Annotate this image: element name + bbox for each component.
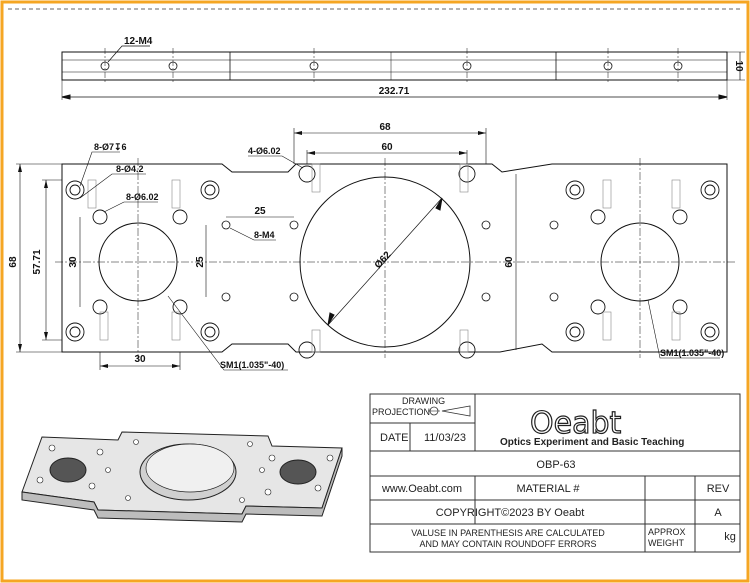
copyright: COPYRIGHT©2023 BY Oeabt bbox=[436, 507, 585, 519]
date-label: DATE bbox=[380, 432, 409, 444]
dim-30-bottom: 30 bbox=[134, 354, 146, 365]
top-view-outline bbox=[61, 51, 728, 81]
logo-tagline: Optics Experiment and Basic Teaching bbox=[500, 437, 684, 448]
weight-unit: kg bbox=[724, 531, 736, 543]
holes-4-2-note: 8-Ø4.2 bbox=[116, 164, 144, 174]
dim-25-vertical: 25 bbox=[195, 256, 206, 268]
isometric-view bbox=[21, 431, 343, 523]
left-bore bbox=[98, 222, 178, 302]
iso-side-face bbox=[21, 447, 343, 523]
dim-bore-diameter: Ø62 bbox=[373, 249, 394, 271]
dim-60-top: 60 bbox=[381, 142, 393, 153]
top-thickness-dim: 10 bbox=[733, 60, 744, 72]
dim-30-left: 30 bbox=[68, 256, 79, 268]
dim-68-height: 68 bbox=[8, 256, 19, 268]
material-label: MATERIAL # bbox=[517, 483, 581, 495]
holes-6-02-left-note: 8-Ø6.02 bbox=[126, 192, 159, 202]
m4-note: 8-M4 bbox=[254, 230, 275, 240]
rev-label: REV bbox=[707, 483, 730, 495]
dim-60-right: 60 bbox=[504, 256, 515, 268]
title-block bbox=[369, 393, 741, 553]
dim-57-71: 57.71 bbox=[32, 249, 43, 274]
iso-left-bore bbox=[49, 457, 87, 483]
right-bore bbox=[600, 222, 680, 302]
holes-7-note: 8-Ø7↧6 bbox=[94, 142, 127, 152]
dim-68-top: 68 bbox=[379, 122, 391, 133]
date-value: 11/03/23 bbox=[424, 432, 466, 444]
note-line-1: VALUSE IN PARENTHESIS ARE CALCULATED bbox=[411, 528, 605, 538]
iso-right-bore bbox=[279, 459, 317, 485]
approx-label: APPROX bbox=[648, 527, 686, 537]
website: www.Oeabt.com bbox=[381, 483, 462, 495]
plate-outline bbox=[61, 163, 728, 353]
top-view bbox=[61, 45, 745, 100]
top-length-dim: 232.71 bbox=[379, 86, 410, 97]
oeabt-logo: Oeabt bbox=[530, 406, 621, 441]
thread-right-note: SM1(1.035"-40) bbox=[660, 348, 724, 358]
rev-value: A bbox=[714, 507, 722, 519]
holes-6-02-center-note: 4-Ø6.02 bbox=[248, 146, 281, 156]
thread-left-note: SM1(1.035"-40) bbox=[220, 360, 284, 370]
part-number: OBP-63 bbox=[536, 459, 575, 471]
note-line-2: AND MAY CONTAIN ROUNDOFF ERRORS bbox=[419, 539, 596, 549]
dim-25-horizontal: 25 bbox=[254, 206, 266, 217]
weight-label: WEIGHT bbox=[648, 538, 684, 548]
top-thread-note: 12-M4 bbox=[124, 36, 153, 47]
center-bore bbox=[299, 176, 471, 348]
front-view bbox=[16, 128, 735, 371]
